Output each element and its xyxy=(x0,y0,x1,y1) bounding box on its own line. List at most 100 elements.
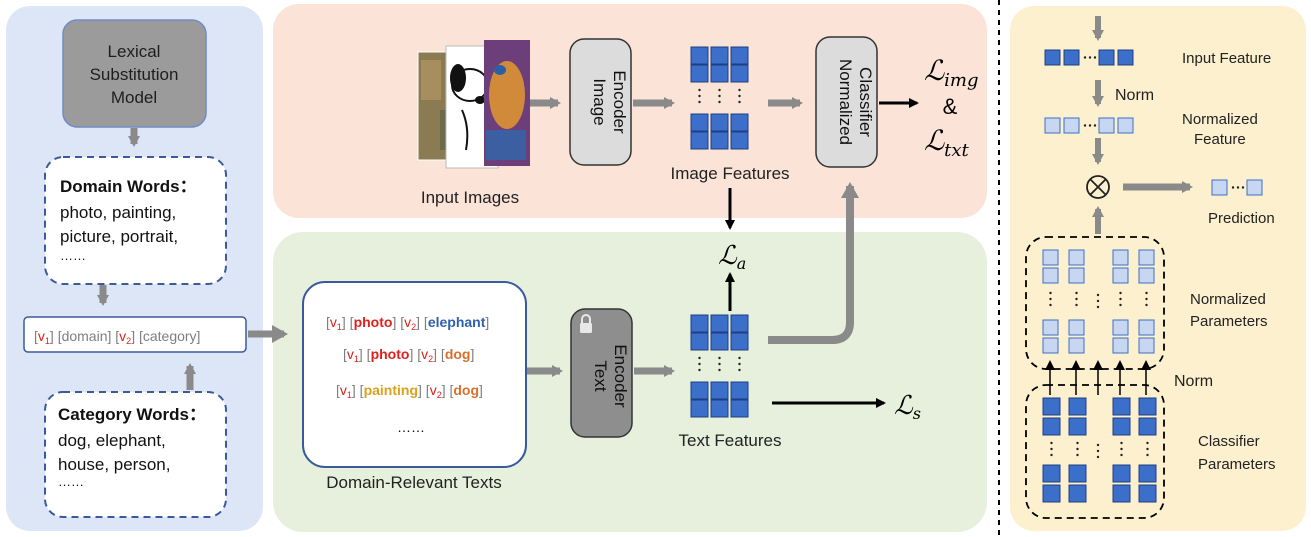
domain-relevant-text-line: [v1] [photo] [v2] [elephant] xyxy=(326,314,489,332)
prompt-template-box xyxy=(23,316,247,353)
feature-cell xyxy=(690,46,709,65)
ellipsis-dot xyxy=(1083,124,1087,127)
classifier-parameters-label-1: Classifier xyxy=(1198,433,1260,450)
text-encoder-label-1: Text xyxy=(591,360,610,391)
ellipsis-dot xyxy=(738,100,741,104)
image-features-label: Image Features xyxy=(670,164,789,183)
classifier-label-1: Normalized xyxy=(836,59,855,145)
texts-ellipsis: …… xyxy=(397,419,425,435)
template-v2-sub: 2 xyxy=(126,336,131,346)
template-v1-sub: 1 xyxy=(45,336,50,346)
feature-cell xyxy=(1044,49,1061,66)
ellipsis-dot xyxy=(1049,303,1052,307)
parameter-cell xyxy=(1138,464,1157,483)
ellipsis-dot xyxy=(698,94,701,98)
parameter-cell xyxy=(1042,484,1061,503)
feature-cell xyxy=(1098,117,1115,134)
feature-cell xyxy=(710,399,729,418)
ellipsis-dot xyxy=(698,362,701,366)
classifier-parameters-box xyxy=(1025,384,1165,519)
normalized-feature-row xyxy=(1044,117,1134,134)
ellipsis-dot xyxy=(1075,291,1078,295)
image-encoder-label-2: Encoder xyxy=(610,70,629,134)
feature-cell xyxy=(710,113,729,132)
category-words-title: Category Words： xyxy=(58,405,206,424)
feature-cell xyxy=(710,131,729,150)
text-encoder-box xyxy=(570,308,633,438)
feature-cell xyxy=(1117,49,1134,66)
domain-relevant-texts-label: Domain-Relevant Texts xyxy=(326,473,501,492)
normalized-parameters-label-1: Normalized xyxy=(1190,291,1266,308)
ellipsis-dot xyxy=(698,368,701,372)
ellipsis-dot xyxy=(738,368,741,372)
feature-cell xyxy=(690,381,709,400)
feature-cell xyxy=(730,399,749,418)
classifier-label-2: Classifier xyxy=(856,67,875,137)
ellipsis-dot xyxy=(1076,447,1079,451)
feature-cell xyxy=(730,314,749,333)
parameter-cell xyxy=(1112,267,1129,284)
ellipsis-dot xyxy=(1146,453,1149,457)
ellipsis-dot xyxy=(1050,447,1053,451)
ellipsis-dot xyxy=(1083,56,1087,59)
text-features-grid xyxy=(690,314,749,418)
ellipsis-dot xyxy=(1075,297,1078,301)
ellipsis-dot xyxy=(738,94,741,98)
template-v1: v xyxy=(38,328,45,344)
parameter-cell xyxy=(1068,249,1085,266)
prediction-label: Prediction xyxy=(1208,210,1275,227)
prediction-row xyxy=(1211,179,1263,196)
feature-cell xyxy=(730,381,749,400)
ellipsis-dot xyxy=(1120,453,1123,457)
ellipsis-dot xyxy=(1236,186,1240,189)
ellipsis-dot xyxy=(738,88,741,92)
parameter-cell xyxy=(1042,464,1061,483)
ellipsis-dot xyxy=(1076,453,1079,457)
text-encoder-label-2: Encoder xyxy=(611,344,630,408)
norm-label-top: Norm xyxy=(1115,87,1154,104)
feature-cell xyxy=(710,64,729,83)
feature-cell xyxy=(1117,117,1134,134)
arrow-text-features-to-classifier xyxy=(768,182,859,344)
ellipsis-dot xyxy=(718,362,721,366)
ellipsis-dot xyxy=(718,368,721,372)
parameter-cell xyxy=(1068,267,1085,284)
parameter-cell xyxy=(1138,417,1157,436)
image-encoder-box xyxy=(569,38,632,166)
ellipsis-dot xyxy=(1146,441,1149,445)
ellipsis-dot xyxy=(1049,297,1052,301)
parameter-cell xyxy=(1112,464,1131,483)
ellipsis-dot xyxy=(1088,124,1092,127)
ellipsis-dot xyxy=(698,100,701,104)
norm-label-mid: Norm xyxy=(1174,373,1213,390)
domain-relevant-text-line: [v1] [photo] [v2] [dog] xyxy=(343,346,474,364)
ellipsis-dot xyxy=(1093,56,1097,59)
feature-cell xyxy=(730,64,749,83)
ellipsis-dot xyxy=(718,94,721,98)
ellipsis-dot xyxy=(718,356,721,360)
feature-cell xyxy=(1246,179,1263,196)
loss-amp: & xyxy=(943,94,958,119)
ellipsis-dot xyxy=(1096,449,1100,453)
domain-words-title: Domain Words： xyxy=(60,177,197,196)
template-v2: v xyxy=(119,328,126,344)
parameter-cell xyxy=(1112,319,1129,336)
ellipsis-dot xyxy=(1093,124,1097,127)
parameter-cell xyxy=(1112,397,1131,416)
ellipsis-dot xyxy=(698,88,701,92)
ellipsis-dot xyxy=(1119,291,1122,295)
category-words-line-3: …… xyxy=(58,474,84,489)
feature-cell xyxy=(1063,117,1080,134)
feature-cell xyxy=(1098,49,1115,66)
parameter-cell xyxy=(1068,337,1085,354)
category-words-box xyxy=(44,391,227,518)
parameter-cell xyxy=(1138,319,1155,336)
template-domain: [domain] xyxy=(58,328,112,344)
loss-img: ℒimg xyxy=(924,54,979,91)
feature-cell xyxy=(730,46,749,65)
parameter-cell xyxy=(1068,319,1085,336)
prompt-template: [v1] [domain] [v2] [category] xyxy=(34,328,200,346)
parameter-cell xyxy=(1068,397,1087,416)
ellipsis-dot xyxy=(698,356,701,360)
image-encoder-label-1: Image xyxy=(590,78,609,125)
